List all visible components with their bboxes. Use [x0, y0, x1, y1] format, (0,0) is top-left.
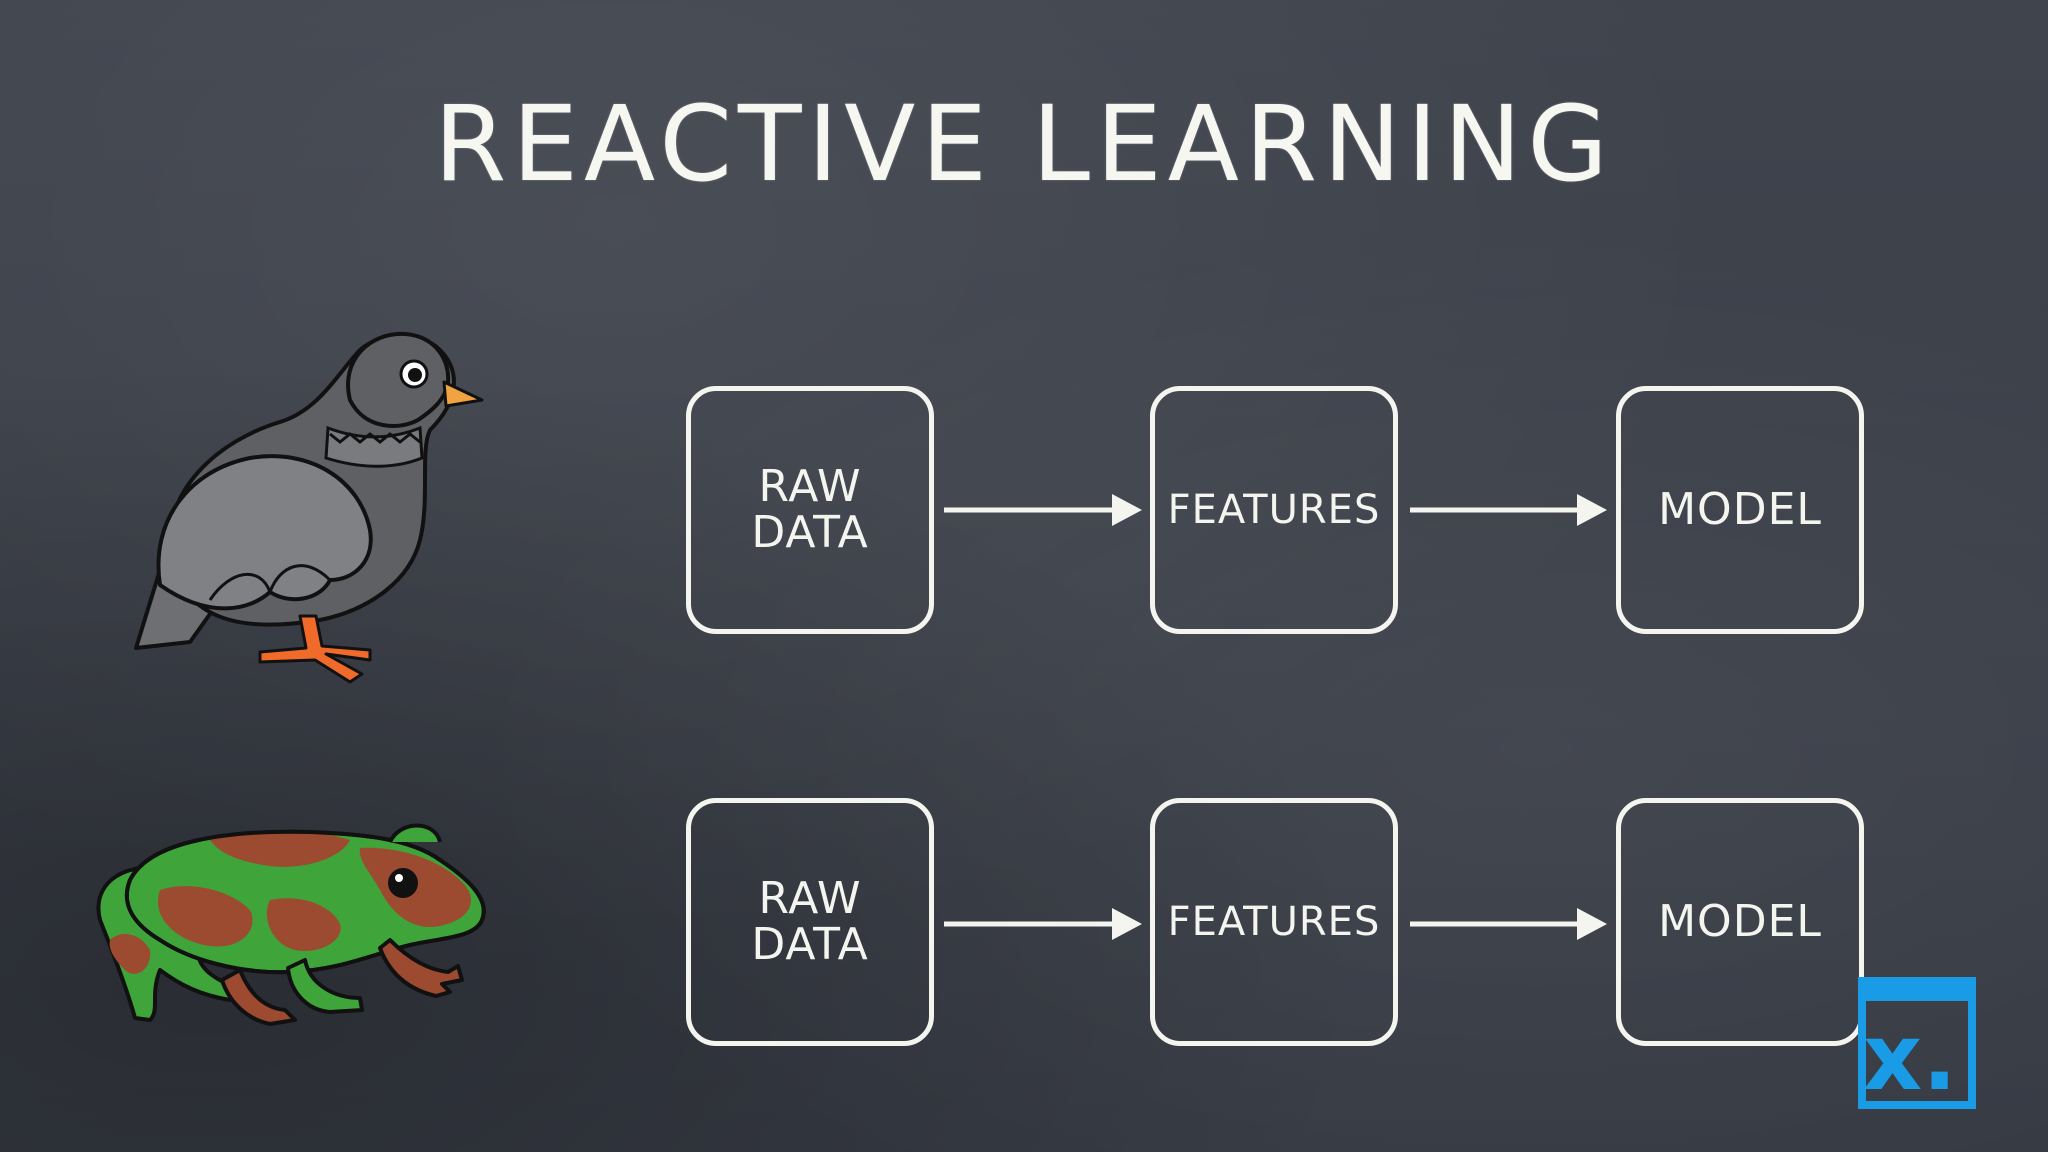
logo-text: x.	[1863, 1004, 1957, 1109]
arrow-right-icon	[944, 494, 1142, 526]
model-box: MODEL	[1616, 386, 1864, 634]
arrow-right-icon	[944, 908, 1142, 940]
arrow-right-icon	[1410, 908, 1607, 940]
pigeon-illustration	[134, 331, 484, 684]
model-box: MODEL	[1616, 798, 1864, 1046]
slide-title: REACTIVE LEARNING	[434, 83, 1614, 205]
features-box: FEATURES	[1150, 798, 1398, 1046]
x-logo-icon: x.	[1858, 977, 1976, 1109]
raw-data-box: RAW DATA	[686, 798, 934, 1046]
frog-illustration	[96, 823, 486, 1026]
arrow-right-icon	[1410, 494, 1607, 526]
features-box: FEATURES	[1150, 386, 1398, 634]
raw-data-box: RAW DATA	[686, 386, 934, 634]
